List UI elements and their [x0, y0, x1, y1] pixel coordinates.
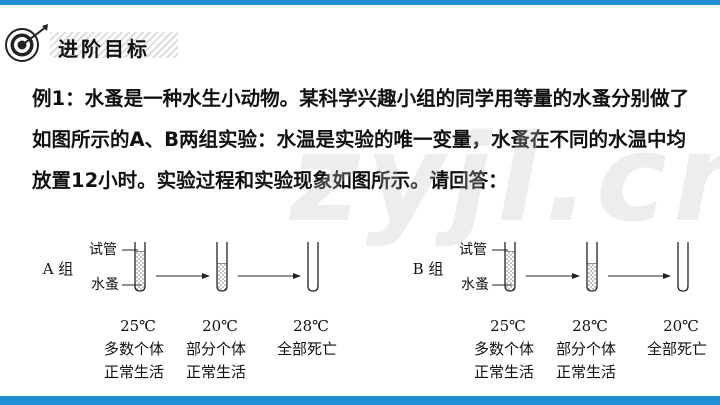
stage-3: 20℃ 全部死亡: [647, 242, 707, 358]
test-tube: [586, 242, 598, 292]
tube-label: 试管: [459, 242, 487, 258]
temperature-label: 20℃: [202, 317, 238, 335]
result-line-1: 部分个体: [556, 340, 616, 358]
group-label: A 组: [42, 260, 74, 278]
flea-label: 水蚤: [461, 277, 489, 293]
section-title: 进阶目标: [58, 37, 150, 61]
tube-label: 试管: [89, 242, 117, 258]
stage-3: 28℃ 全部死亡: [277, 242, 337, 358]
result-line-1: 多数个体: [104, 340, 164, 358]
flea-fill: [136, 251, 144, 290]
result-line-1: 多数个体: [474, 340, 534, 358]
section-title-box: 进阶目标: [50, 32, 178, 61]
question-text: 例1：水蚤是一种水生小动物。某科学兴趣小组的同学用等量的水蚤分别做了如图所示的A…: [32, 87, 690, 192]
result-line-2: 正常生活: [104, 363, 164, 381]
result-line-1: 全部死亡: [647, 340, 707, 358]
target-icon: [5, 24, 48, 62]
temperature-label: 25℃: [120, 317, 156, 335]
result-line-1: 全部死亡: [277, 340, 337, 358]
test-tube: [134, 242, 146, 292]
result-line-2: 正常生活: [474, 363, 534, 381]
test-tube: [504, 242, 516, 292]
flea-fill: [218, 263, 226, 290]
test-tube: [307, 242, 319, 292]
temperature-label: 25℃: [490, 317, 526, 335]
result-line-2: 正常生活: [556, 363, 616, 381]
result-line-2: 正常生活: [186, 363, 246, 381]
flea-fill: [588, 263, 596, 290]
top-accent-bar: [0, 0, 720, 5]
section-header: 进阶目标: [4, 24, 204, 64]
test-tube: [677, 242, 689, 292]
temperature-label: 20℃: [663, 317, 699, 335]
temperature-label: 28℃: [293, 317, 329, 335]
test-tube: [216, 242, 228, 292]
group-label: B 组: [413, 260, 444, 278]
flea-label: 水蚤: [91, 277, 119, 293]
flea-fill: [506, 251, 514, 290]
temperature-label: 28℃: [572, 317, 608, 335]
result-line-1: 部分个体: [186, 340, 246, 358]
bottom-accent-bar: [0, 396, 720, 405]
